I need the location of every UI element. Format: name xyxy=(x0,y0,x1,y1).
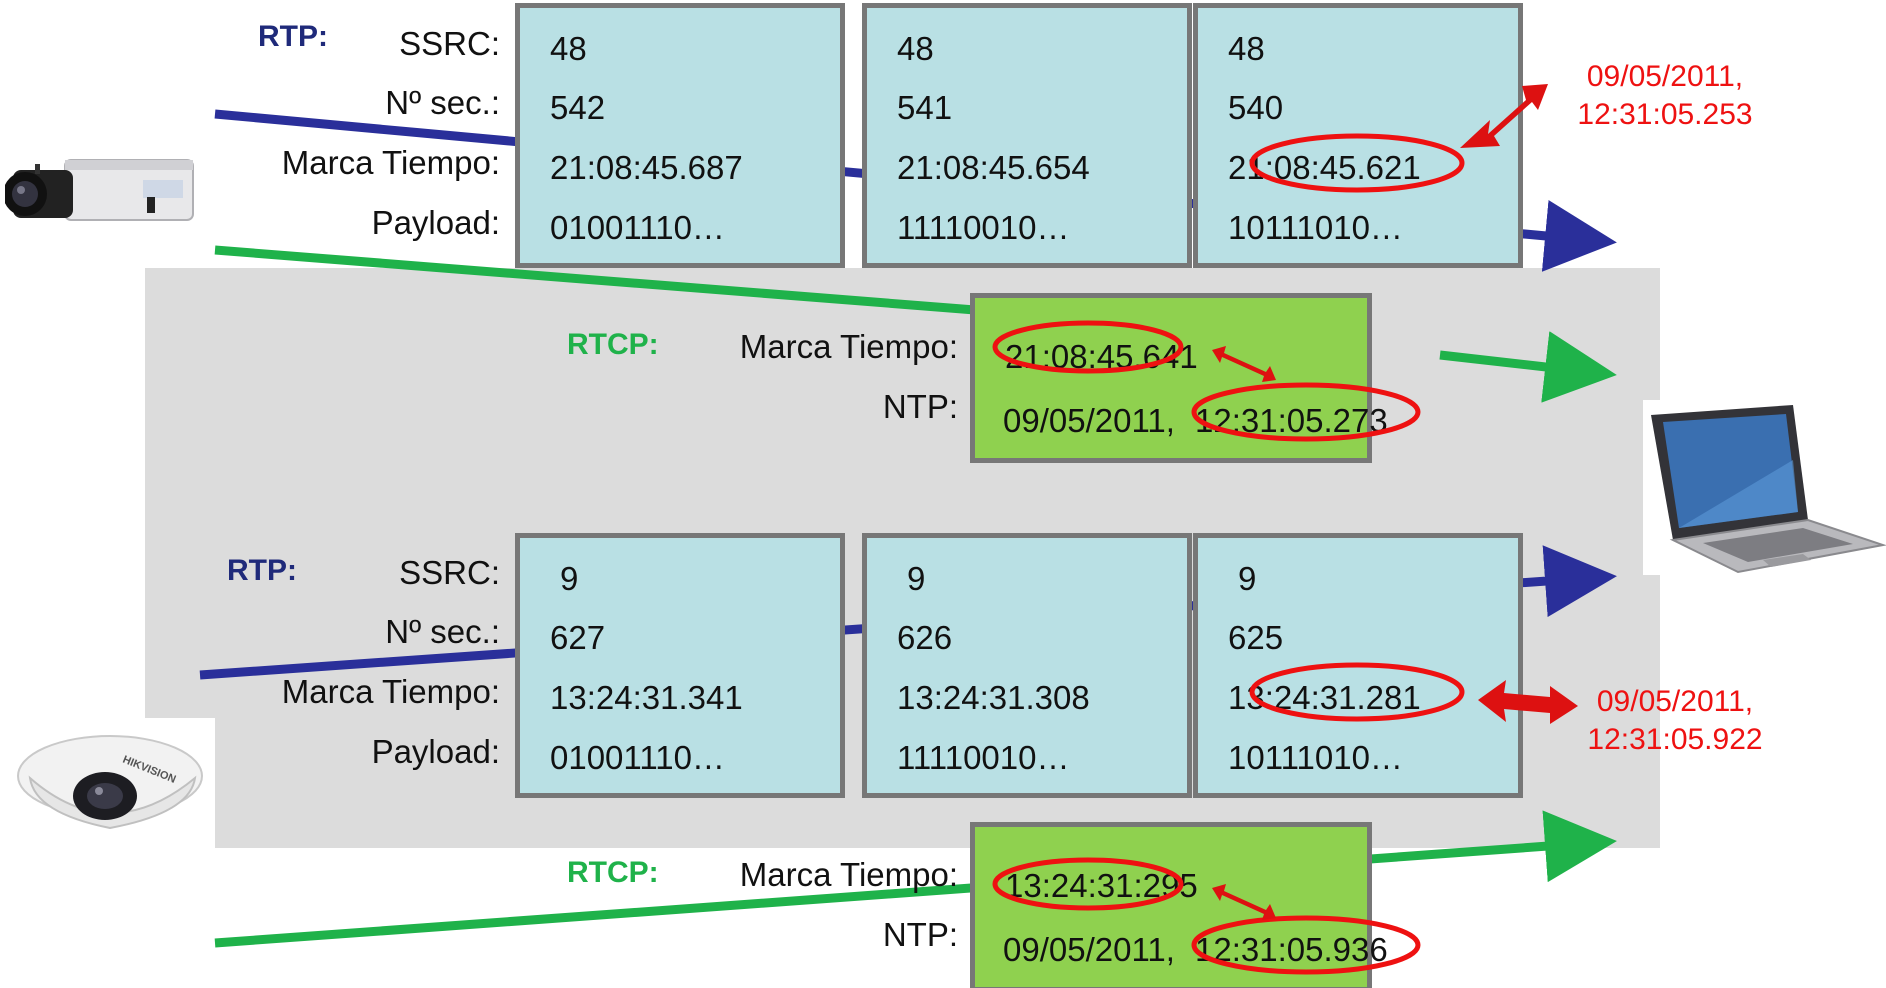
result-ntp-top: 09/05/2011, 12:31:05.253 xyxy=(1540,58,1790,134)
rtcp-ntp-date: 09/05/2011, xyxy=(1003,931,1175,968)
result-time: 12:31:05.922 xyxy=(1587,723,1763,757)
packet-timestamp: 13:24:31.281 xyxy=(1228,679,1421,716)
highlight-ellipse xyxy=(992,857,1184,911)
rtcp-ntp-label-bottom: NTP: xyxy=(882,916,958,953)
rtcp-packet-top: 21:08:45.641 09/05/2011, 12:31:05.273 xyxy=(970,293,1388,463)
result-date: 09/05/2011, xyxy=(1586,60,1744,93)
highlight-ellipse xyxy=(992,320,1184,374)
packet-seq: 541 xyxy=(897,89,953,126)
packet-seq: 540 xyxy=(1228,89,1284,126)
label-ssrc-top: SSRC: xyxy=(399,25,500,62)
rtp-tag-top: RTP: xyxy=(258,20,328,53)
result-time: 12:31:05.253 xyxy=(1577,98,1753,132)
highlight-ellipse xyxy=(1191,382,1421,442)
packet-payload: 01001110… xyxy=(550,209,725,246)
label-timestamp-top: Marca Tiempo: xyxy=(281,144,500,181)
rtcp-flow-arrow-top xyxy=(1439,331,1617,403)
rtcp-ntp-date: 09/05/2011, xyxy=(1003,402,1175,439)
packet-ssrc: 9 xyxy=(907,560,926,597)
rtcp-ntp-time: 12:31:05.936 xyxy=(1195,931,1388,968)
rtcp-flow-line-top xyxy=(214,245,976,315)
packet-seq: 627 xyxy=(550,619,606,656)
rtcp-tag-top: RTCP: xyxy=(567,328,659,361)
rtcp-timestamp-label-top: Marca Tiempo: xyxy=(739,328,958,365)
packet-timestamp: 21:08:45.621 xyxy=(1228,149,1421,186)
rtp-tag-bottom: RTP: xyxy=(227,554,297,587)
rtp-packet-top-2: 48 541 21:08:45.654 11110010… xyxy=(862,3,1192,268)
packet-seq: 626 xyxy=(897,619,953,656)
dome-camera-icon: HIKVISION xyxy=(10,718,215,848)
small-double-arrow-icon xyxy=(1212,346,1276,382)
packet-timestamp: 21:08:45.654 xyxy=(897,149,1090,186)
laptop-icon xyxy=(1643,400,1886,575)
double-arrow-icon xyxy=(1460,84,1548,148)
highlight-ellipse xyxy=(1249,133,1465,193)
packet-ssrc: 48 xyxy=(550,30,587,67)
packet-seq: 542 xyxy=(550,89,606,126)
double-arrow-icon xyxy=(1478,680,1578,724)
packet-payload: 10111010… xyxy=(1228,739,1403,776)
highlight-ellipse xyxy=(1249,662,1465,722)
packet-timestamp: 13:24:31.341 xyxy=(550,679,743,716)
highlight-ellipse xyxy=(1191,915,1421,975)
packet-ssrc: 9 xyxy=(560,560,579,597)
label-ssrc-bottom: SSRC: xyxy=(399,554,500,591)
label-payload-bottom: Payload: xyxy=(371,733,500,770)
rtcp-ntp-label-top: NTP: xyxy=(882,388,958,425)
label-timestamp-bottom: Marca Tiempo: xyxy=(281,673,500,710)
rtcp-tag-bottom: RTCP: xyxy=(567,856,659,889)
packet-payload: 11110010… xyxy=(897,739,1070,776)
rtp-packet-bottom-2: 9 626 13:24:31.308 11110010… xyxy=(862,533,1192,798)
rtp-packet-bottom-1: 9 627 13:24:31.341 01001110… xyxy=(515,533,845,798)
rtp-packet-top-1: 48 542 21:08:45.687 01001110… xyxy=(515,3,845,268)
packet-payload: 10111010… xyxy=(1228,209,1403,246)
packet-seq: 625 xyxy=(1228,619,1284,656)
label-seq-top: Nº sec.: xyxy=(385,84,500,121)
packet-timestamp: 21:08:45.687 xyxy=(550,149,743,186)
packet-timestamp: 13:24:31.308 xyxy=(897,679,1090,716)
result-date: 09/05/2011, xyxy=(1596,685,1754,718)
label-payload-top: Payload: xyxy=(371,204,500,241)
rtcp-timestamp-label-bottom: Marca Tiempo: xyxy=(739,856,958,893)
label-seq-bottom: Nº sec.: xyxy=(385,613,500,650)
packet-ssrc: 48 xyxy=(897,30,934,67)
packet-ssrc: 9 xyxy=(1238,560,1257,597)
packet-ssrc: 48 xyxy=(1228,30,1265,67)
packet-payload: 11110010… xyxy=(897,209,1070,246)
result-ntp-bottom: 09/05/2011, 12:31:05.922 xyxy=(1550,683,1800,759)
box-camera-icon xyxy=(5,140,200,240)
packet-payload: 01001110… xyxy=(550,739,725,776)
small-double-arrow-icon xyxy=(1212,884,1276,920)
